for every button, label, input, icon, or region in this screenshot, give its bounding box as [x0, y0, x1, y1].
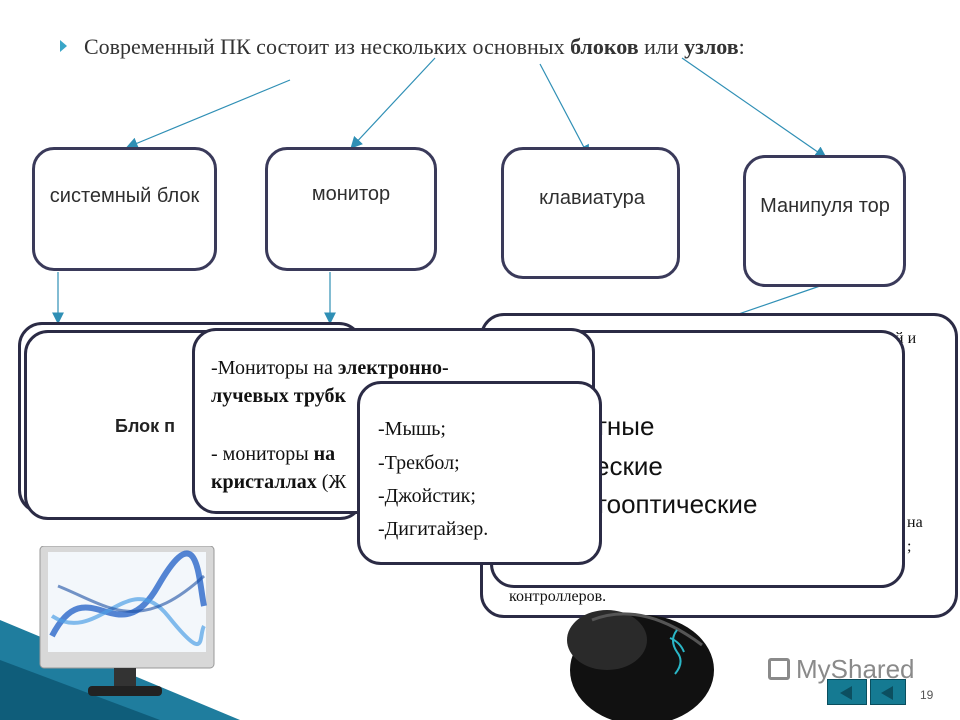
monitor-box[interactable]: монитор: [265, 147, 437, 271]
monitor-type-2-rest: (Ж: [316, 471, 347, 493]
razer-logo-icon: [669, 629, 685, 675]
nav-prev-button[interactable]: [827, 679, 867, 705]
system-unit-panel-label: Блок п: [115, 416, 176, 436]
monitor-type-2-line2: кристаллах (Ж: [211, 467, 346, 497]
monitor-type-1-prefix: -Мониторы на: [211, 357, 338, 379]
headline-bold-blocks: блоков: [570, 34, 639, 59]
watermark-logo-icon: [768, 658, 790, 680]
manipulator-types-panel: -Мышь; -Трекбол; -Джойстик; -Дигитайзер.: [357, 381, 602, 565]
manipulator-item-mouse: -Мышь;: [378, 418, 446, 440]
page-number: 19: [920, 688, 934, 702]
monitor-type-1-line2: лучевых трубк: [211, 385, 346, 407]
keyboard-type-2: еские: [595, 451, 663, 481]
arrow-to-manipulator: [681, 57, 827, 159]
bullet-arrow-icon: [60, 40, 67, 52]
keyboard-fragment-semicolon: ;: [907, 538, 912, 555]
monitor-type-1-bold: электронно-: [337, 357, 449, 379]
keyboard-type-1: тные: [595, 411, 655, 441]
manipulator-box[interactable]: Манипуля тор: [743, 155, 906, 287]
monitor-type-2-bold: на: [313, 443, 336, 465]
keyboard-box[interactable]: клавиатура: [501, 147, 680, 279]
headline-bold-nodes: узлов: [684, 34, 739, 59]
manipulator-item-trackball: -Трекбол;: [378, 452, 460, 474]
keyboard-type-3: тооптические: [595, 489, 758, 519]
next-arrow-icon: [881, 686, 893, 700]
mouse-image: [567, 610, 714, 720]
monitor-type-2-line1: - мониторы на: [211, 439, 335, 469]
manipulator-item-joystick: -Джойстик;: [378, 485, 476, 507]
headline: Современный ПК состоит из нескольких осн…: [84, 34, 745, 60]
headline-suffix: :: [738, 34, 745, 59]
arrow-to-monitor: [350, 57, 436, 149]
manipulator-label: Манипуля тор: [760, 195, 890, 217]
system-unit-box[interactable]: системный блок: [32, 147, 217, 271]
monitor-image: [39, 546, 215, 696]
monitor-label: монитор: [311, 183, 391, 205]
keyboard-fragment-bottom: контроллеров.: [509, 588, 607, 605]
headline-text: Современный ПК состоит из нескольких осн…: [84, 34, 571, 59]
keyboard-fragment-na: на: [907, 514, 923, 531]
prev-arrow-icon: [840, 686, 852, 700]
arrow-to-keyboard: [539, 63, 590, 158]
headline-mid: или: [638, 34, 685, 59]
keyboard-label: клавиатура: [539, 187, 645, 209]
monitor-type-1-line1: -Мониторы на электронно-: [211, 353, 449, 383]
nav-next-button[interactable]: [870, 679, 906, 705]
system-unit-label: системный блок: [49, 185, 200, 207]
monitor-type-2-bold2: кристаллах: [211, 471, 317, 493]
manipulator-item-digitizer: -Дигитайзер.: [378, 518, 489, 540]
monitor-type-2-prefix: - мониторы: [211, 443, 314, 465]
arrow-to-system-unit: [125, 79, 291, 149]
